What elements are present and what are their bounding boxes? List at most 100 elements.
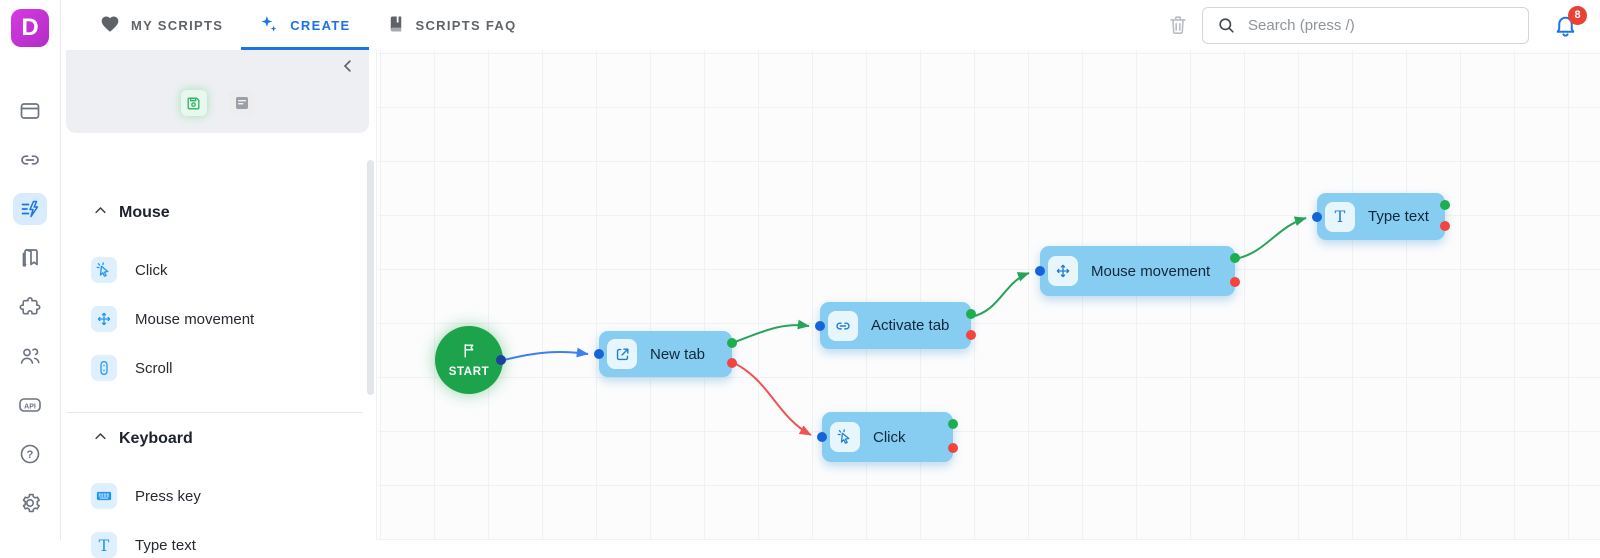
edge-activatetab-mousemovement bbox=[971, 273, 1029, 317]
new-tab-icon bbox=[607, 339, 637, 369]
node-label: Click bbox=[873, 429, 906, 446]
users-icon bbox=[18, 344, 42, 368]
port-out-start[interactable] bbox=[496, 355, 506, 365]
type-text-icon: T bbox=[91, 532, 117, 558]
chevron-up-icon bbox=[93, 429, 108, 449]
rail-item-automation[interactable] bbox=[13, 193, 47, 225]
edge-newtab-activatetab bbox=[732, 325, 809, 343]
node-new-tab[interactable]: New tab bbox=[599, 331, 732, 377]
rail-item-browser-profiles[interactable] bbox=[13, 95, 47, 127]
save-script-icon[interactable] bbox=[181, 90, 207, 116]
search-box bbox=[1202, 7, 1529, 44]
port-error[interactable] bbox=[948, 443, 958, 453]
block-label: Mouse movement bbox=[135, 311, 254, 328]
move-arrows-icon bbox=[91, 306, 117, 332]
section-header-keyboard[interactable]: Keyboard bbox=[93, 425, 376, 453]
rail-item-extensions[interactable] bbox=[13, 291, 47, 323]
port-error[interactable] bbox=[727, 358, 737, 368]
link-icon bbox=[18, 148, 42, 172]
node-mouse-movement[interactable]: Mouse movement bbox=[1040, 246, 1235, 296]
node-start[interactable]: START bbox=[435, 326, 503, 394]
rail-item-team[interactable] bbox=[13, 340, 47, 372]
edges-layer bbox=[378, 50, 1600, 540]
script-notes-icon[interactable] bbox=[229, 90, 255, 116]
block-item-type-text[interactable]: T Type text bbox=[91, 532, 376, 558]
book-icon bbox=[387, 14, 405, 37]
tab-label: MY SCRIPTS bbox=[131, 18, 223, 33]
port-in[interactable] bbox=[1312, 212, 1322, 222]
flow-canvas[interactable]: START New tab Activate tab Mouse movemen… bbox=[378, 50, 1600, 540]
port-success[interactable] bbox=[727, 338, 737, 348]
edge-newtab-click bbox=[732, 362, 811, 435]
main-tabs: MY SCRIPTS CREATE SCRIPTS FAQ bbox=[61, 0, 535, 50]
trash-icon[interactable] bbox=[1167, 14, 1189, 36]
node-click[interactable]: Click bbox=[822, 412, 953, 462]
port-error[interactable] bbox=[1440, 221, 1450, 231]
chevron-up-icon bbox=[93, 203, 108, 223]
panel-header bbox=[66, 50, 369, 133]
click-cursor-icon bbox=[830, 422, 860, 452]
block-label: Click bbox=[135, 262, 168, 279]
block-label: Scroll bbox=[135, 360, 173, 377]
rail-item-help[interactable]: ? bbox=[13, 438, 47, 470]
port-in[interactable] bbox=[817, 432, 827, 442]
notifications-bell-icon[interactable]: 8 bbox=[1553, 13, 1578, 38]
node-label: New tab bbox=[650, 346, 705, 363]
section-title: Mouse bbox=[119, 204, 170, 222]
tab-scripts-faq[interactable]: SCRIPTS FAQ bbox=[369, 0, 535, 50]
block-label: Press key bbox=[135, 488, 201, 505]
section-header-mouse[interactable]: Mouse bbox=[93, 199, 376, 227]
tab-my-scripts[interactable]: MY SCRIPTS bbox=[82, 0, 241, 50]
search-input[interactable] bbox=[1248, 17, 1488, 34]
port-success[interactable] bbox=[1440, 200, 1450, 210]
block-item-mouse-movement[interactable]: Mouse movement bbox=[91, 306, 376, 332]
node-label: Mouse movement bbox=[1091, 263, 1210, 280]
heart-icon bbox=[100, 14, 120, 37]
automation-icon bbox=[18, 197, 42, 221]
port-success[interactable] bbox=[948, 419, 958, 429]
move-arrows-icon bbox=[1048, 256, 1078, 286]
puzzle-icon bbox=[18, 295, 42, 319]
block-item-scroll[interactable]: Scroll bbox=[91, 355, 376, 381]
edge-mousemovement-typetext bbox=[1235, 218, 1306, 259]
activate-tab-icon bbox=[828, 311, 858, 341]
app-logo[interactable]: D bbox=[11, 9, 49, 47]
edge-start-newtab bbox=[504, 352, 588, 360]
tab-create[interactable]: CREATE bbox=[241, 0, 368, 50]
node-type-text[interactable]: T Type text bbox=[1317, 193, 1445, 240]
block-item-click[interactable]: Click bbox=[91, 257, 376, 283]
panel-scrollbar[interactable] bbox=[367, 160, 374, 395]
blocks-panel: Mouse Click Mouse movement Scroll Ke bbox=[61, 50, 377, 540]
section-title: Keyboard bbox=[119, 430, 193, 448]
gear-icon bbox=[18, 491, 42, 515]
pages-bookmark-icon bbox=[18, 246, 42, 270]
section-divider bbox=[66, 412, 362, 413]
scroll-wheel-icon bbox=[91, 355, 117, 381]
sparkle-cursor-icon bbox=[259, 14, 279, 37]
tab-label: CREATE bbox=[290, 18, 350, 33]
type-text-icon: T bbox=[1325, 202, 1355, 232]
block-item-press-key[interactable]: Press key bbox=[91, 483, 376, 509]
svg-text:?: ? bbox=[27, 449, 34, 461]
help-icon: ? bbox=[18, 442, 42, 466]
port-in[interactable] bbox=[1035, 266, 1045, 276]
search-icon bbox=[1217, 16, 1236, 35]
notification-badge: 8 bbox=[1568, 6, 1587, 25]
top-bar: MY SCRIPTS CREATE SCRIPTS FAQ 8 bbox=[61, 0, 1600, 50]
collapse-panel-icon[interactable] bbox=[339, 57, 357, 80]
rail-item-proxy[interactable] bbox=[13, 144, 47, 176]
rail-item-templates[interactable] bbox=[13, 242, 47, 274]
port-in[interactable] bbox=[594, 349, 604, 359]
port-error[interactable] bbox=[1230, 277, 1240, 287]
port-success[interactable] bbox=[1230, 253, 1240, 263]
api-icon: API bbox=[17, 393, 43, 417]
node-activate-tab[interactable]: Activate tab bbox=[820, 302, 971, 349]
port-error[interactable] bbox=[966, 330, 976, 340]
rail-item-api[interactable]: API bbox=[13, 389, 47, 421]
rail-item-settings[interactable] bbox=[13, 487, 47, 519]
port-success[interactable] bbox=[966, 309, 976, 319]
click-cursor-icon bbox=[91, 257, 117, 283]
keyboard-icon bbox=[91, 483, 117, 509]
tab-label: SCRIPTS FAQ bbox=[416, 18, 517, 33]
port-in[interactable] bbox=[815, 321, 825, 331]
